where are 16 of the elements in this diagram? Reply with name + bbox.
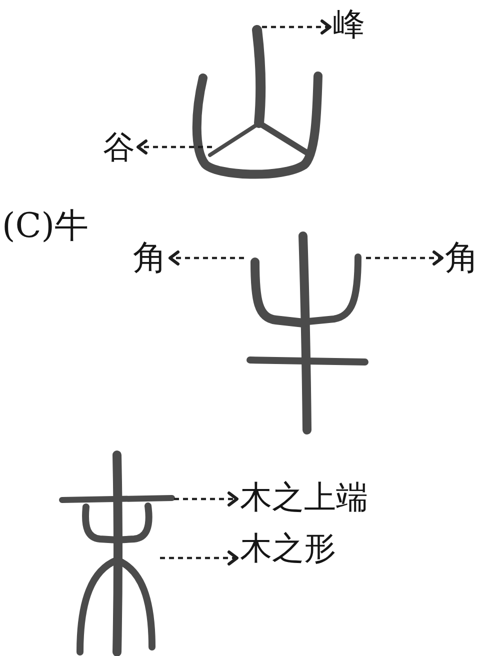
leader-arrow (160, 550, 238, 566)
callout-label: 木之形 (240, 532, 336, 564)
leader-arrow (174, 492, 238, 506)
glyph-drawing (192, 25, 322, 179)
callout-label: 角 (445, 241, 479, 275)
callout-label: 木之上端 (240, 481, 368, 513)
figure-label: (C)牛 (2, 209, 89, 243)
callout-label: 峰 (333, 8, 365, 40)
leader-arrow (262, 20, 332, 34)
callout-label: 谷 (103, 131, 135, 163)
glyph-drawing (59, 450, 175, 656)
callout-label: 角 (133, 241, 167, 275)
leader-arrow (168, 250, 244, 266)
glyph-drawing (246, 232, 368, 434)
leader-arrow (366, 250, 444, 266)
leader-arrow (136, 140, 212, 154)
